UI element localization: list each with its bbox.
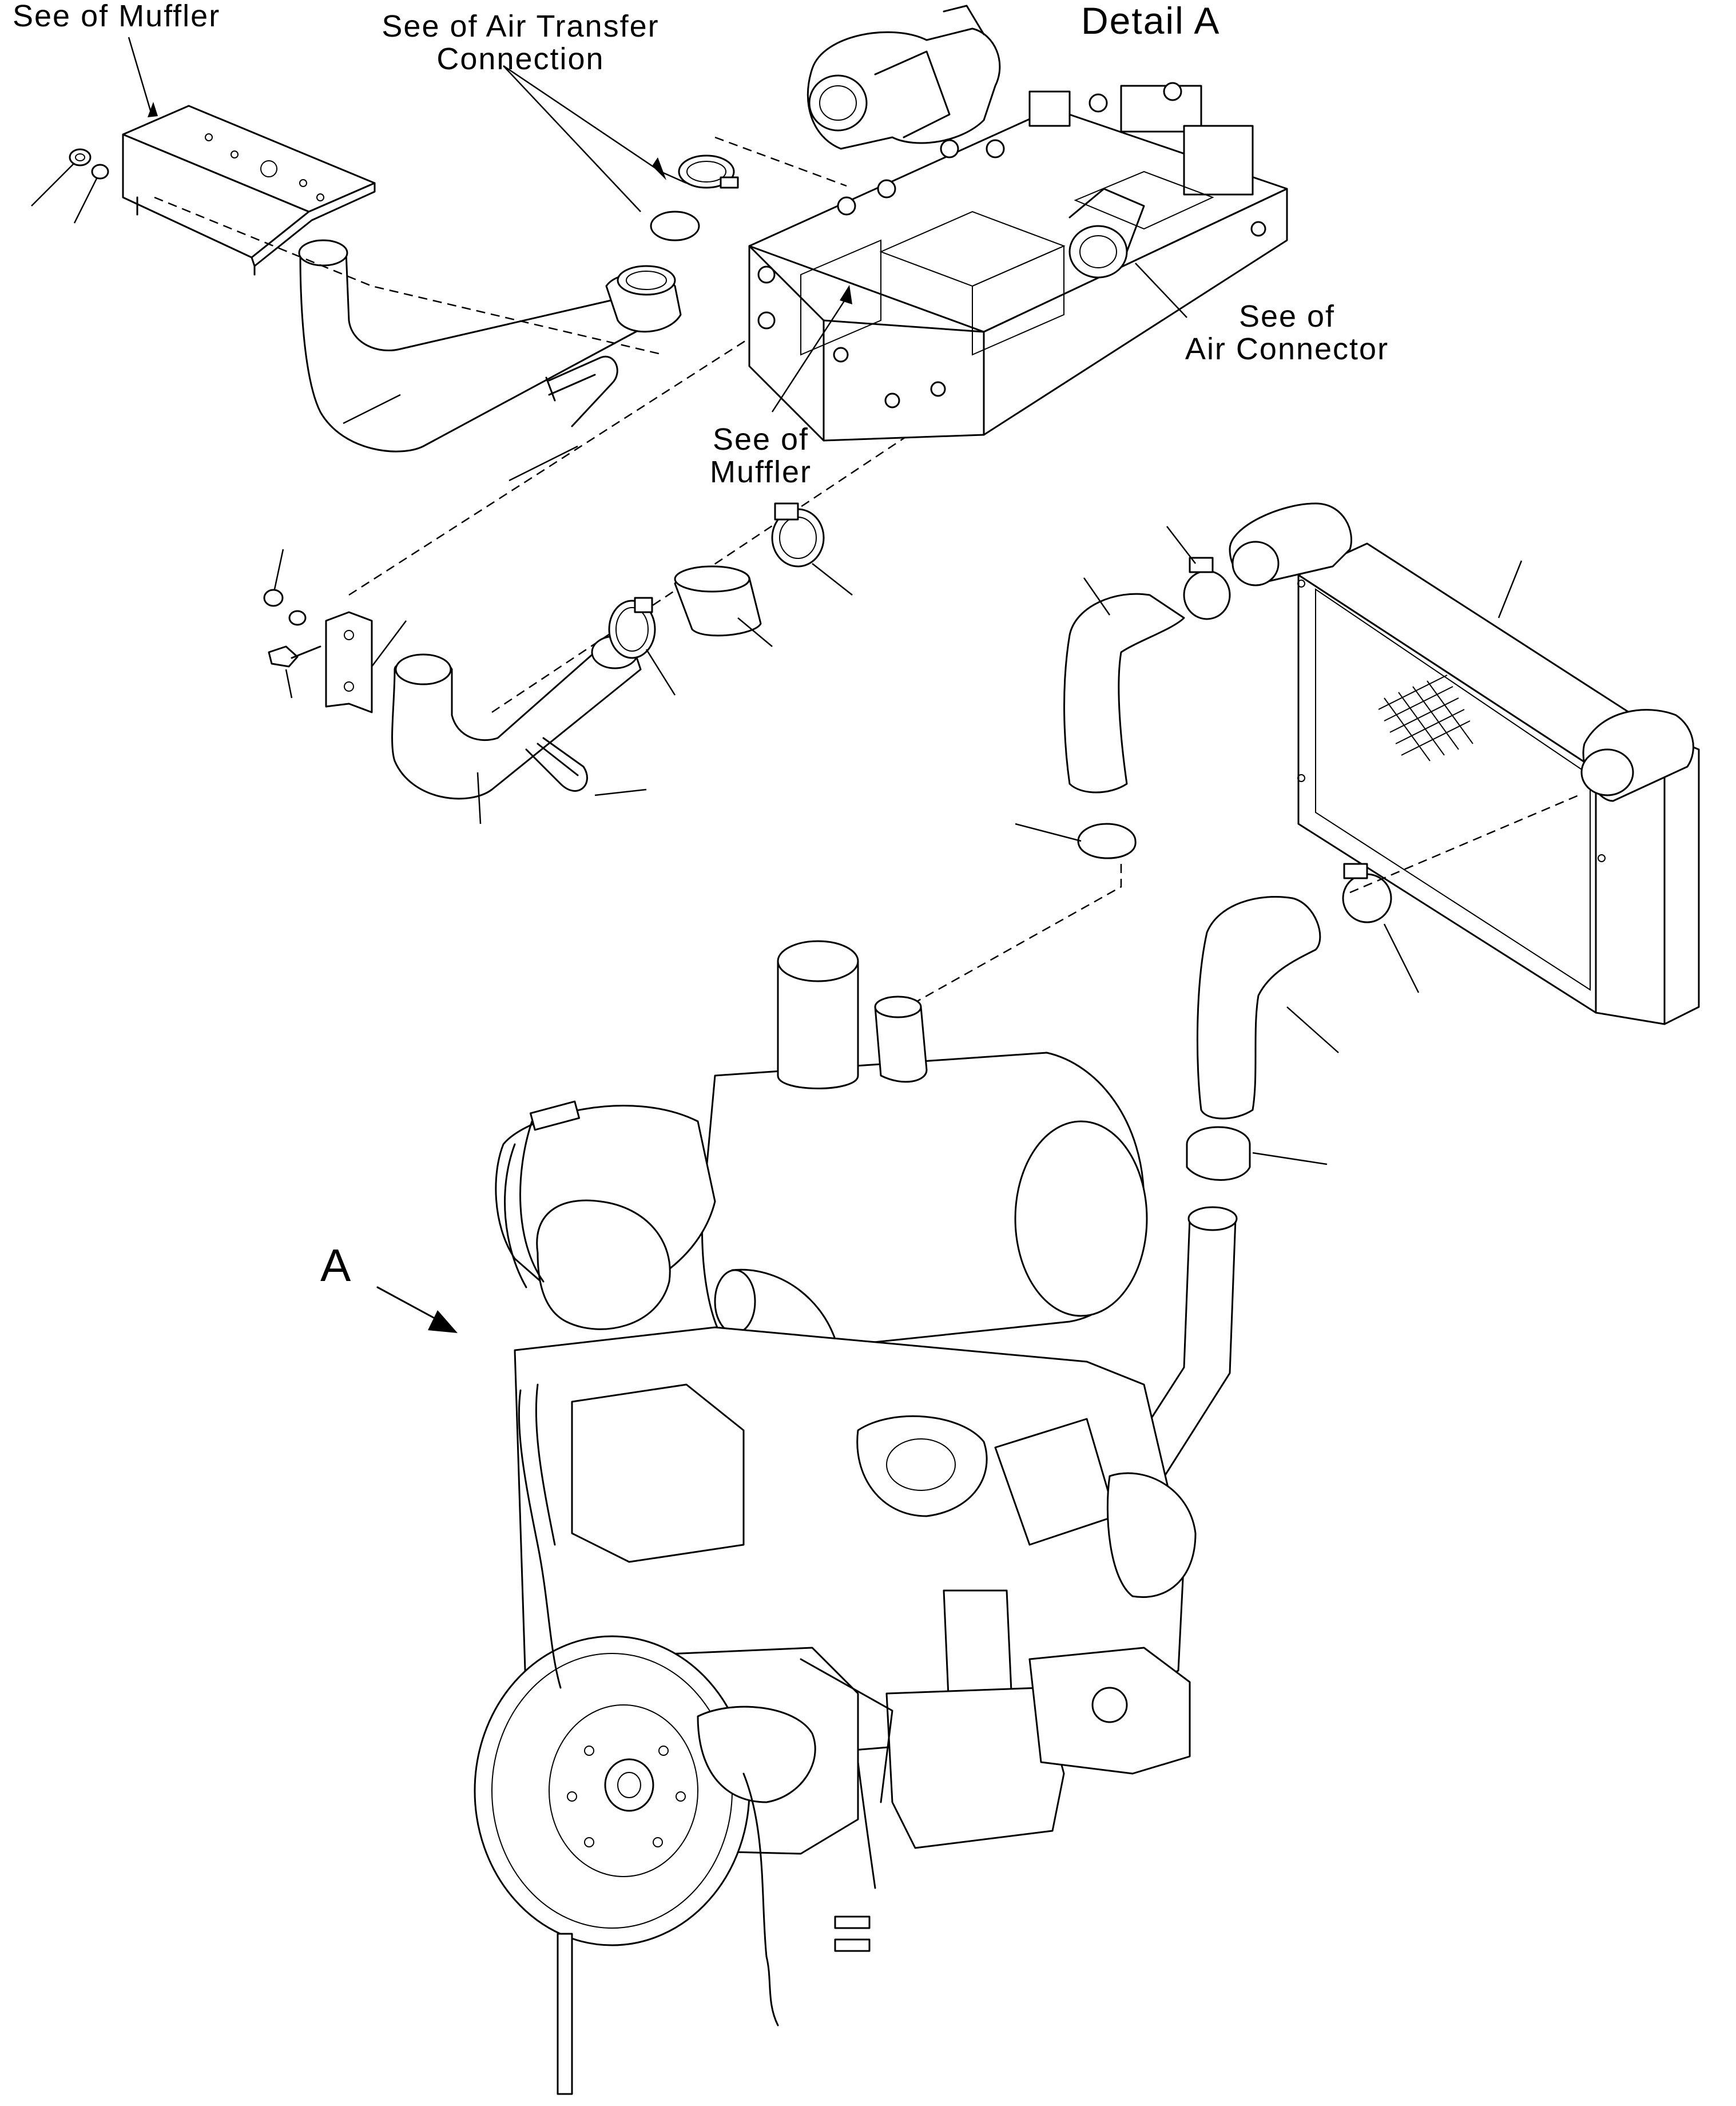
washer-upper — [91, 164, 109, 180]
leader-washer — [73, 177, 98, 224]
leader-ubolt — [509, 445, 578, 482]
elbow-clamp-small — [1077, 823, 1137, 859]
callout-see-air-connector: See of Air Connector — [1150, 300, 1424, 365]
hose-sleeve — [674, 565, 762, 637]
callout-muffler-mid-line2: Muffler — [709, 454, 812, 489]
leader-air-transfer-2 — [503, 65, 641, 212]
lower-bracket — [325, 611, 373, 713]
hose-clamp-1 — [608, 597, 656, 659]
clamp-air-transfer — [678, 154, 739, 189]
callout-air-transfer-line1: See of Air Transfer — [382, 9, 660, 43]
hose-end-clamp — [1186, 1126, 1251, 1181]
engine-assembly — [474, 940, 1238, 2095]
callout-see-air-transfer: See of Air Transfer Connection — [332, 10, 709, 75]
u-bolt-lower — [525, 737, 588, 792]
lower-nuts — [263, 589, 321, 668]
upper-hose — [1063, 593, 1185, 794]
leader-air-connector — [1135, 263, 1187, 318]
callout-air-connector-line1: See of — [1238, 299, 1336, 334]
detail-a-title: Detail A — [1081, 0, 1221, 42]
upper-hose-clamp — [1183, 557, 1231, 620]
hose-clamp-2 — [771, 502, 825, 568]
nut-upper — [69, 148, 92, 166]
lower-elbow-pipe — [391, 635, 642, 800]
view-marker-a: A — [320, 1240, 352, 1291]
gasket-air-transfer — [650, 211, 700, 241]
leader-nut — [31, 162, 75, 207]
leader-elbow — [343, 394, 401, 425]
callout-air-transfer-line2: Connection — [436, 41, 605, 76]
leader-muffler-tl — [128, 37, 153, 115]
callout-air-connector-line2: Air Connector — [1185, 331, 1389, 366]
callout-see-muffler-top-left: See of Muffler — [13, 0, 221, 33]
muffler-bracket — [122, 105, 376, 276]
u-bolt-upper — [545, 355, 618, 427]
lower-hose-clamp — [1342, 863, 1392, 923]
callout-muffler-mid-line1: See of — [712, 422, 809, 457]
charge-air-cooler — [1229, 502, 1700, 1025]
callout-see-muffler-mid: See of Muffler — [669, 423, 852, 488]
view-arrow-a — [376, 1286, 458, 1333]
leader-muffler-mid — [771, 297, 848, 413]
muffler — [701, 940, 1148, 1357]
turbo-manifold-assembly — [748, 5, 1288, 442]
lower-hose — [1196, 896, 1321, 1120]
exhaust-elbow-pipe — [298, 239, 682, 453]
